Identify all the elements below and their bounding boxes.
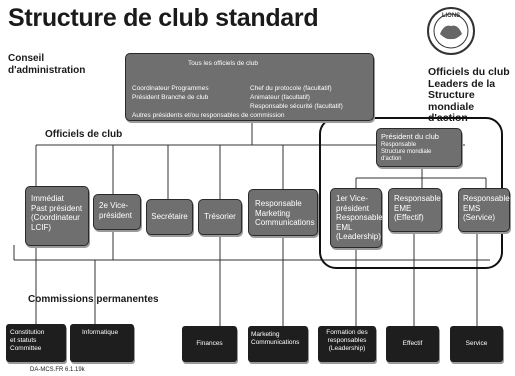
officer-marketing: Responsable Marketing Communications: [248, 189, 318, 236]
board-item-responsable-securite: Responsable sécurité (facultatif): [250, 103, 343, 110]
committee-informatique: Informatique: [70, 324, 134, 362]
board-item-president-branche: Président Branche de club: [132, 94, 209, 101]
officer-tresorier: Trésorier: [198, 199, 242, 235]
conseil-label: Conseil d'administration: [8, 53, 86, 76]
officer-past-president: Immédiat Past président (Coordinateur LC…: [25, 186, 89, 246]
lions-emblem-icon: LIONS: [426, 6, 476, 56]
officer-secretaire: Secrétaire: [146, 199, 193, 235]
president-box: Président du club Responsable Structure …: [376, 128, 462, 167]
president-title: Président du club: [381, 132, 439, 141]
committee-constitution: Constitution et statuts Committee: [6, 324, 66, 362]
gat-gmt-coordinator: Responsable EME (Effectif): [388, 188, 442, 232]
board-item-chef-protocole: Chef du protocole (facultatif): [250, 85, 332, 92]
board-item-autres: Autres présidents et/ou responsables de …: [132, 112, 285, 119]
committee-leadership: Formation des responsables (Leadership): [318, 326, 376, 362]
board-header: Tous les officiels de club: [188, 60, 258, 67]
footer-code: DA-MCS.FR 6.1.19k: [30, 367, 85, 373]
officer-2nd-vice-president: 2e Vice- président: [93, 194, 141, 230]
board-item-animateur: Animateur (facultatif): [250, 94, 310, 101]
committee-finances: Finances: [182, 326, 237, 362]
committee-service: Service: [450, 326, 503, 362]
board-box: Tous les officiels de club Coordinateur …: [125, 53, 374, 121]
commissions-label: Commissions permanentes: [28, 294, 159, 305]
committee-marketing: Marketing Communications: [248, 326, 308, 362]
committee-effectif: Effectif: [386, 326, 439, 362]
gat-gst-coordinator: Responsable EMS (Service): [458, 188, 510, 232]
president-subtitle: Responsable Structure mondiale d'action: [381, 141, 432, 162]
officiels-label: Officiels de club: [45, 129, 123, 140]
logo-text: LIONS: [442, 13, 460, 19]
gat-gla-coordinator: 1er Vice- président Responsable EML (Lea…: [330, 188, 383, 248]
board-item-coordinateur: Coordinateur Programmes: [132, 85, 209, 92]
page-title: Structure de club standard: [8, 4, 319, 32]
